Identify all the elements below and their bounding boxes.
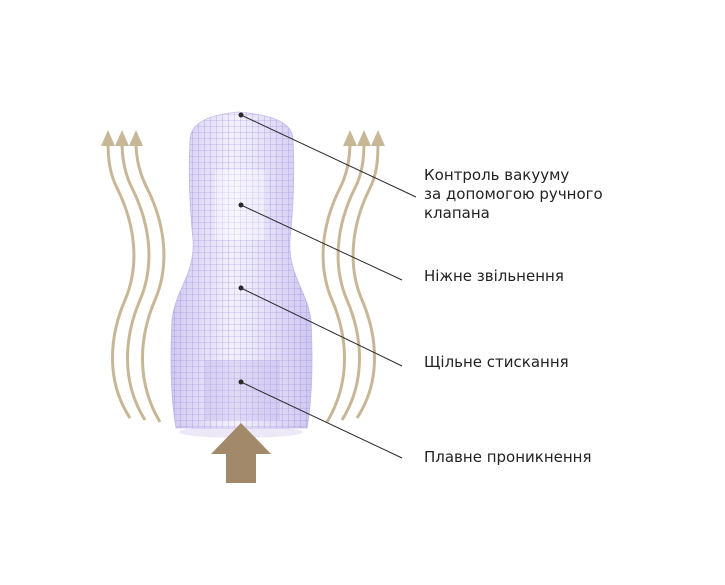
up-arrow-icon (211, 423, 271, 483)
callout-tight-compression: Щільне стискання (424, 353, 569, 371)
callout-line: клапана (424, 204, 490, 222)
airflow-arrow-icon (336, 130, 371, 421)
airflow-arrow-icon (129, 130, 166, 423)
airflow-arrow-icon (115, 130, 151, 421)
leader-line-vacuum (240, 114, 417, 198)
right-airflow-arrows (321, 130, 385, 423)
callout-smooth-penetration: Плавне проникнення (424, 448, 592, 466)
leader-line-compression (240, 287, 403, 367)
leader-line-release (240, 204, 403, 281)
callout-line: Щільне стискання (424, 353, 569, 371)
callout-gentle-release: Ніжне звільнення (424, 267, 564, 285)
leader-line-penetration (240, 381, 403, 459)
callout-line: за допомогою ручного (424, 185, 603, 203)
airflow-arrow-icon (101, 130, 136, 419)
left-airflow-arrows (101, 130, 166, 423)
callout-vacuum-control: Контроль вакууму за допомогою ручного кл… (424, 166, 603, 222)
leader-lines (240, 114, 417, 459)
leader-dots (238, 112, 244, 385)
callout-line: Ніжне звільнення (424, 267, 564, 285)
airflow-arrow-icon (321, 130, 357, 423)
airflow-arrow-icon (351, 130, 385, 419)
callout-line: Плавне проникнення (424, 448, 592, 466)
callout-line: Контроль вакууму (424, 166, 569, 184)
mesh-sleeve-icon (170, 111, 313, 438)
